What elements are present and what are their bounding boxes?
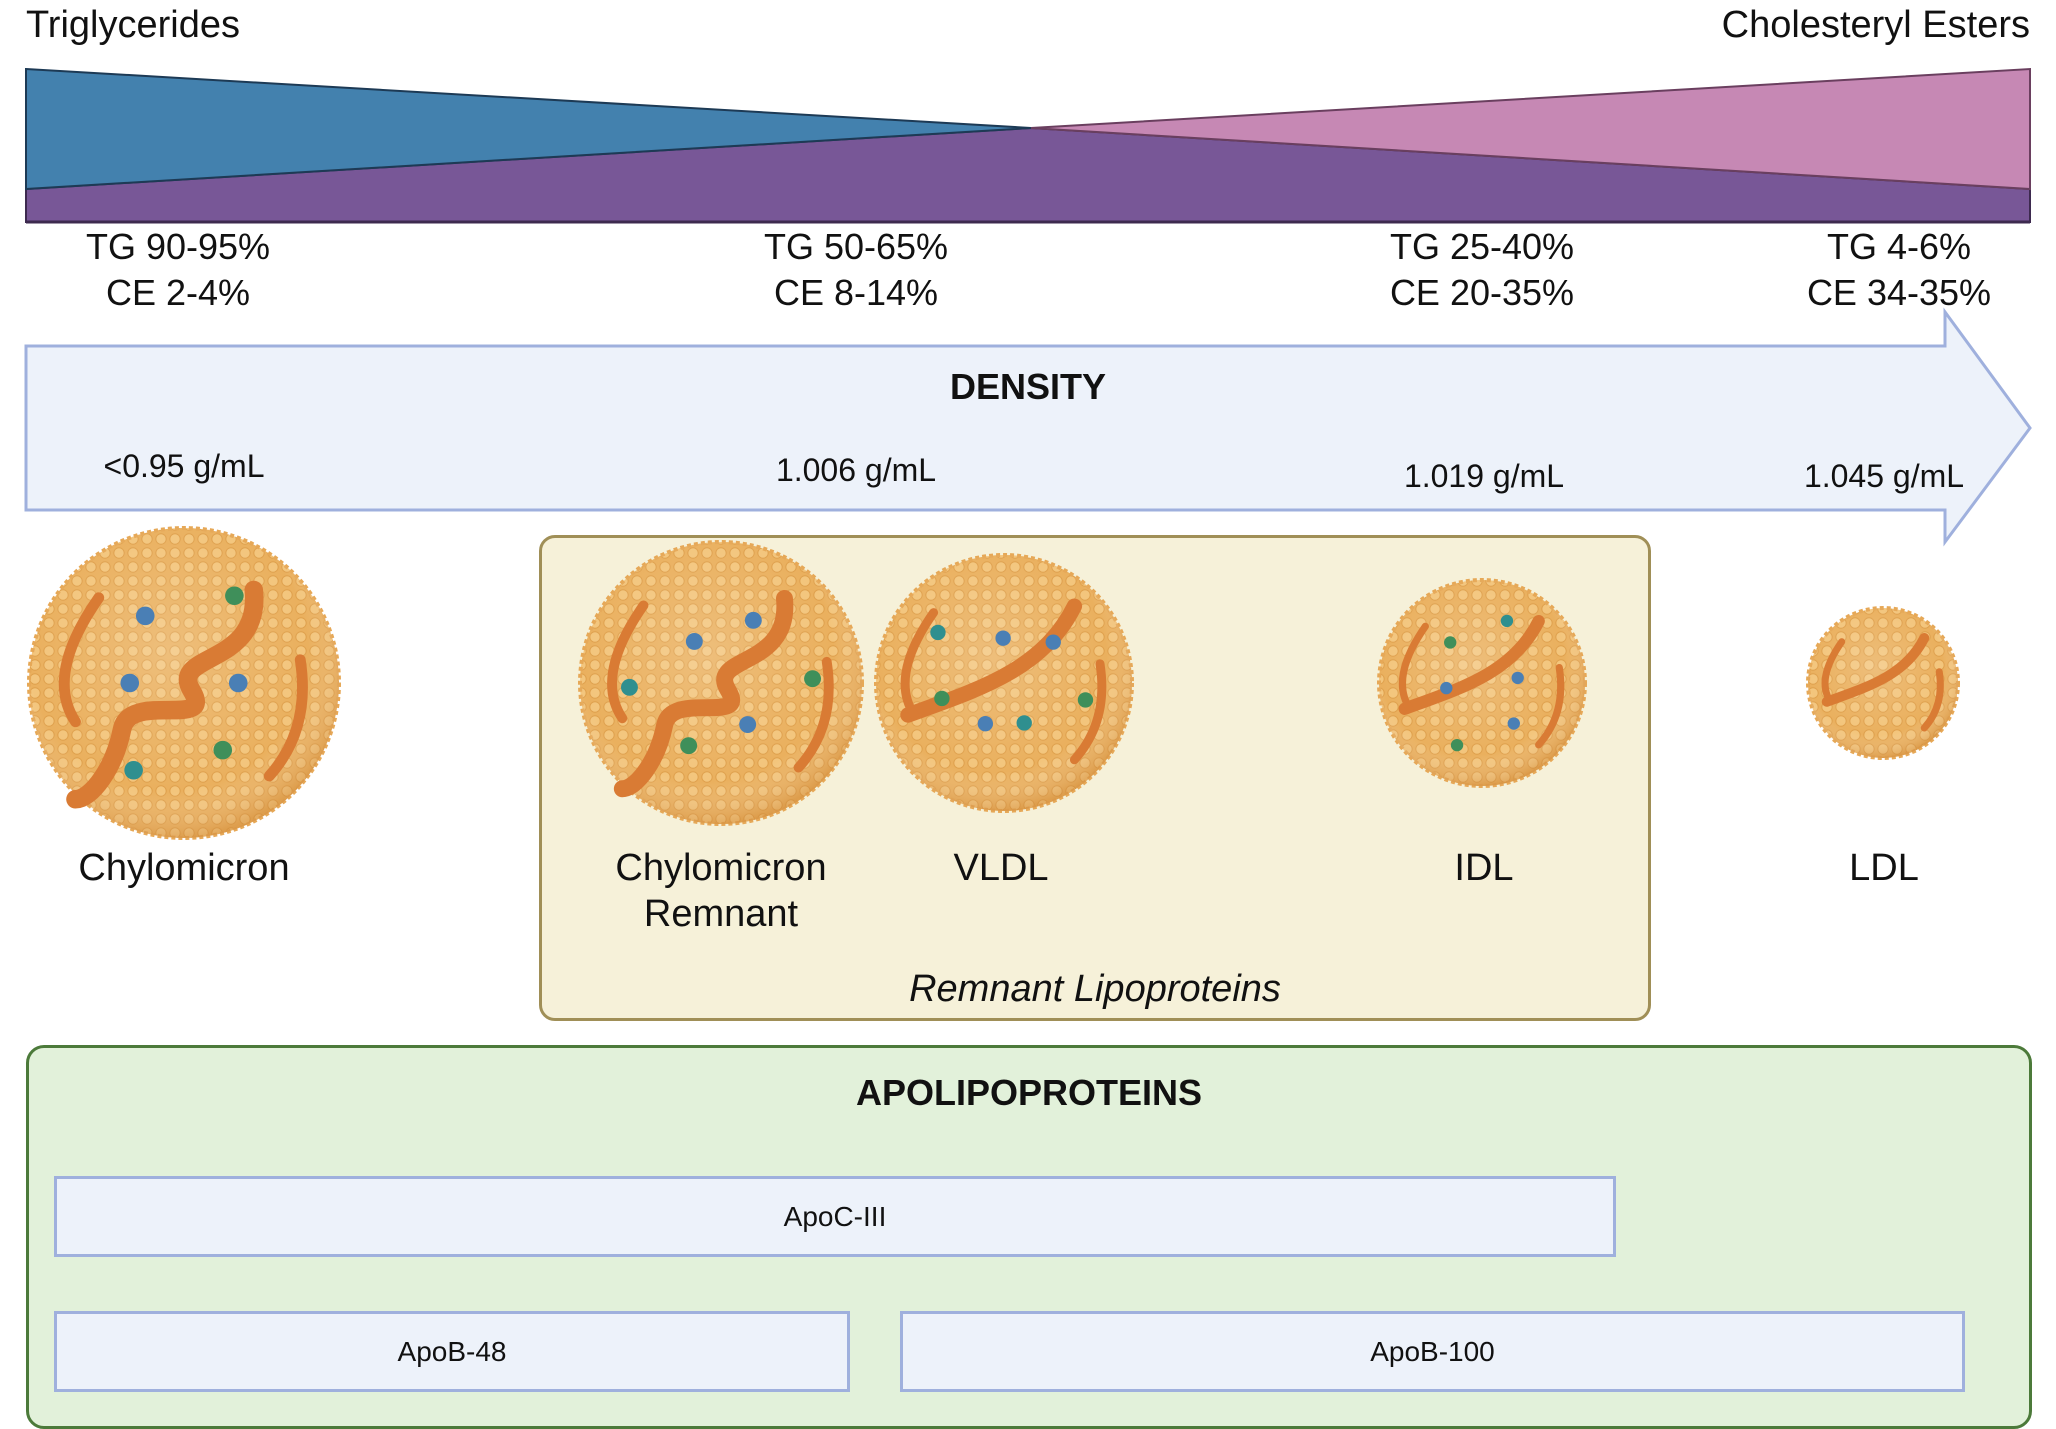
protein-dot	[1507, 717, 1520, 730]
particle-label-idl: IDL	[1454, 847, 1514, 889]
composition-stage-3: TG 25-40% CE 20-35%	[1332, 224, 1632, 316]
composition-stage-1: TG 90-95% CE 2-4%	[28, 224, 328, 316]
protein-dot	[744, 611, 762, 629]
chylomicron-remnant-particle	[578, 540, 864, 826]
composition-band	[25, 67, 2031, 224]
protein-dot	[1444, 636, 1457, 649]
density-value: <0.95 g/mL	[103, 448, 265, 484]
protein-dot	[1077, 692, 1094, 708]
protein-dot	[977, 716, 994, 732]
protein-dot	[930, 624, 946, 641]
density-value: 1.019 g/mL	[1403, 458, 1565, 494]
density-arrow	[24, 307, 2032, 547]
protein-dot	[934, 690, 950, 707]
protein-dot	[685, 633, 703, 650]
ce-percent: CE 2-4%	[105, 272, 251, 313]
particle-label-chylomicron: Chylomicron	[78, 847, 290, 889]
composition-stage-4: TG 4-6% CE 34-35%	[1749, 224, 2049, 316]
protein-dot	[1500, 614, 1514, 628]
protein-dot	[680, 737, 698, 755]
protein-dot	[739, 716, 757, 733]
protein-dot	[120, 673, 140, 693]
density-value: 1.045 g/mL	[1803, 458, 1965, 494]
triglycerides-wedge	[25, 67, 1032, 191]
protein-dot	[1045, 634, 1061, 650]
protein-dot	[213, 740, 233, 760]
density-value: 1.006 g/mL	[775, 452, 937, 488]
vldl-particle	[874, 553, 1134, 813]
protein-dot	[1440, 681, 1453, 695]
protein-dot	[995, 630, 1011, 646]
protein-dot	[228, 673, 248, 693]
protein-dot	[135, 606, 155, 626]
ce-percent: CE 8-14%	[773, 272, 939, 313]
apolipoprotein-strand	[900, 598, 1083, 723]
protein-dot	[620, 678, 638, 696]
lipoprotein-particles	[27, 526, 1960, 840]
apolipoprotein-strand	[613, 589, 794, 798]
protein-dot	[1016, 715, 1032, 731]
density-title: DENSITY	[949, 366, 1107, 407]
protein-dot	[804, 670, 822, 688]
tg-percent: TG 90-95%	[85, 226, 271, 267]
cholesteryl-esters-header: Cholesteryl Esters	[1721, 4, 2030, 46]
ce-percent: CE 20-35%	[1389, 272, 1575, 313]
ldl-particle	[1806, 606, 1960, 760]
chylomicron-particle	[27, 526, 341, 840]
protein-dot	[124, 760, 143, 780]
apolipoproteins-title: APOLIPOPROTEINS	[855, 1072, 1203, 1113]
particle-label-vldl: VLDL	[953, 847, 1049, 889]
apolipoprotein-strand	[1821, 633, 1930, 707]
apob-48-bar: ApoB-48	[54, 1311, 850, 1392]
cholesteryl-esters-wedge	[1030, 67, 2031, 191]
protein-dot	[1450, 738, 1464, 752]
protein-dot	[225, 586, 244, 606]
triglycerides-header: Triglycerides	[26, 4, 240, 46]
apolipoprotein-strand	[1398, 615, 1545, 715]
apoc-iii-bar: ApoC-III	[54, 1176, 1616, 1257]
particle-label-ldl: LDL	[1849, 847, 1919, 889]
protein-dot	[1511, 671, 1524, 685]
idl-particle	[1377, 578, 1587, 788]
remnant-lipoproteins-caption: Remnant Lipoproteins	[909, 968, 1281, 1010]
ce-percent: CE 34-35%	[1806, 272, 1992, 313]
apob-100-bar: ApoB-100	[900, 1311, 1965, 1392]
apolipoprotein-strand	[66, 580, 264, 809]
tg-percent: TG 50-65%	[763, 226, 949, 267]
tg-percent: TG 4-6%	[1826, 226, 1972, 267]
tg-percent: TG 25-40%	[1389, 226, 1575, 267]
composition-stage-2: TG 50-65% CE 8-14%	[706, 224, 1006, 316]
particle-label-chylomicron-remnant: Chylomicron Remnant	[615, 847, 827, 935]
